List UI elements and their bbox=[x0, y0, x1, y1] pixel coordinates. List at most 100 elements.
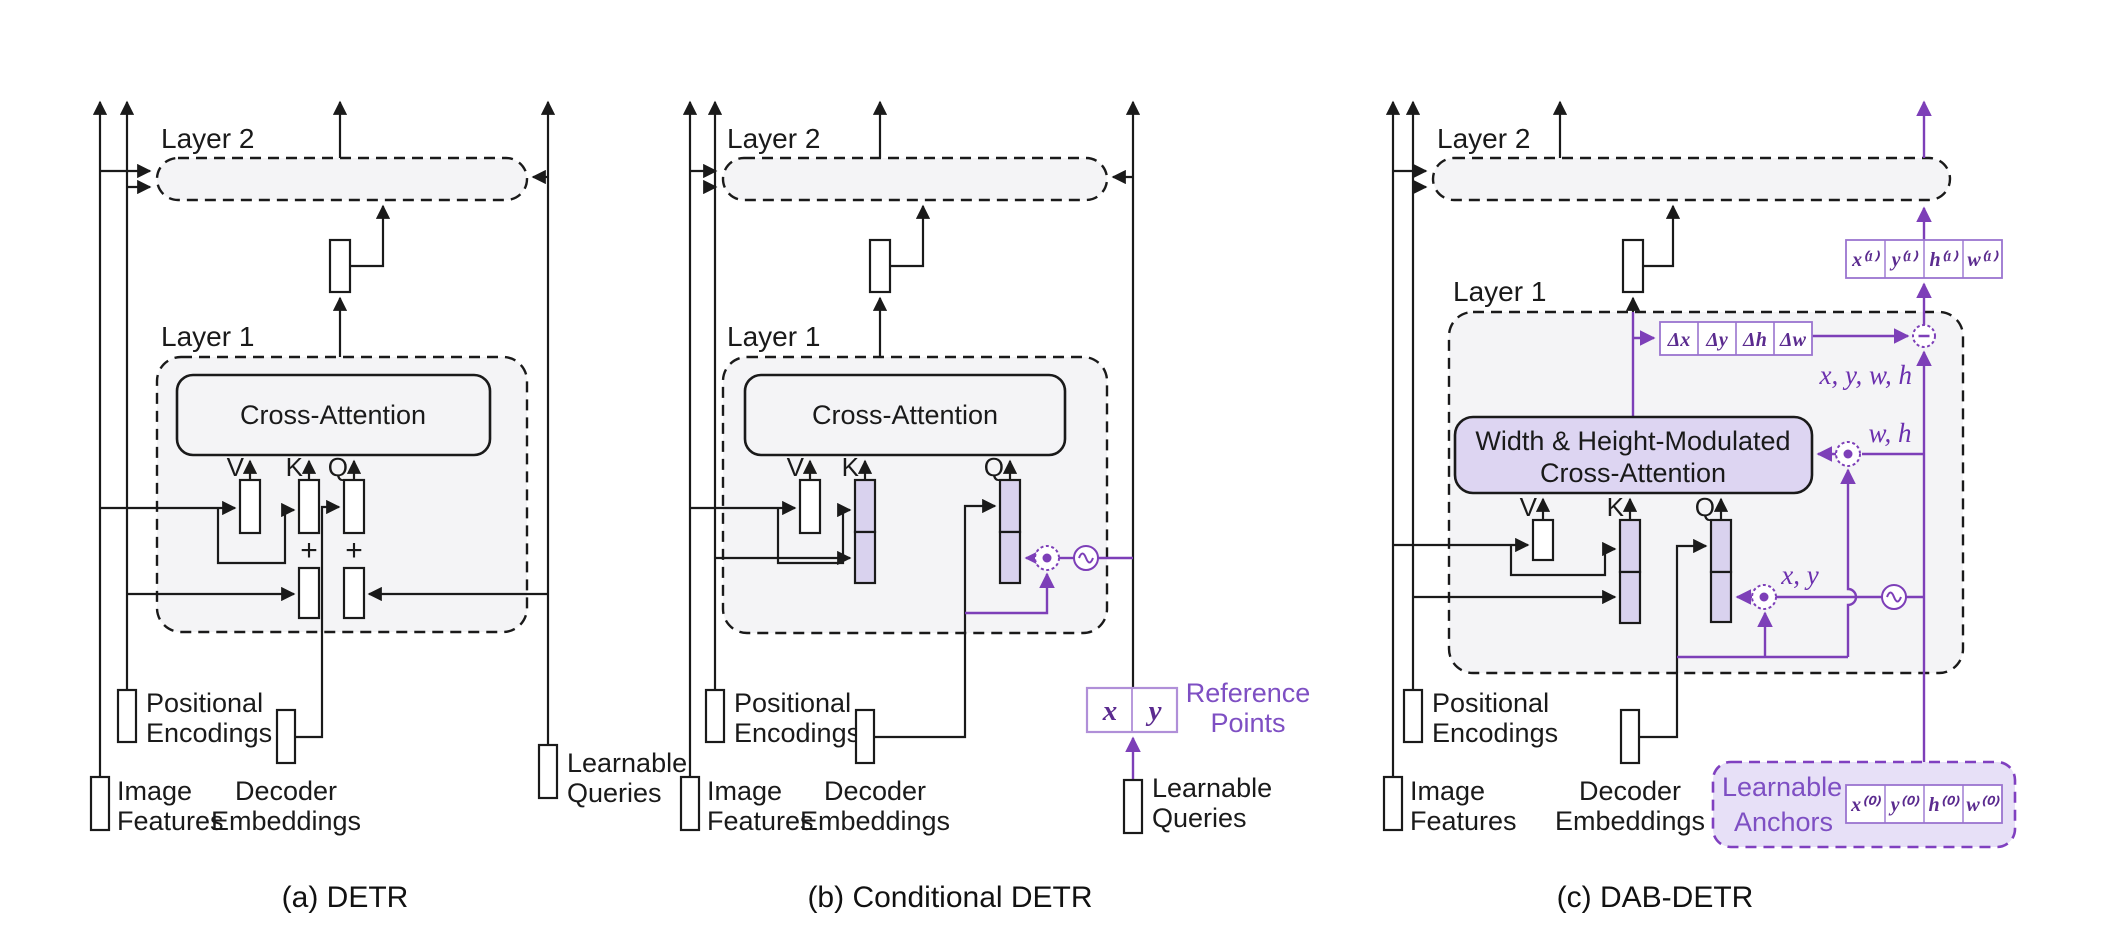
k-content-rect-b bbox=[853, 478, 877, 534]
queries-label-a: Queries bbox=[567, 778, 662, 808]
features-label-c: Features bbox=[1410, 806, 1517, 836]
layer2-label-c: Layer 2 bbox=[1437, 123, 1530, 154]
initial-anchor-y-cell: y⁽⁰⁾ bbox=[1889, 794, 1921, 816]
output-embedding-rect-a bbox=[328, 238, 352, 294]
xywh-label: x, y, w, h bbox=[1819, 360, 1912, 390]
positional-encodings-rect-a bbox=[116, 688, 138, 744]
q-spatial-rect-b bbox=[998, 530, 1022, 585]
layer1-label-a: Layer 1 bbox=[161, 321, 254, 352]
xy-label: x, y bbox=[1780, 560, 1818, 590]
panel-c-signal-lines bbox=[1385, 100, 1568, 777]
panel-a-detr: Layer 2 Layer 1 Cross-Attention V K Q + … bbox=[89, 100, 687, 914]
image-label-a: Image bbox=[117, 776, 192, 806]
positional-label-b: Positional bbox=[734, 688, 851, 718]
delta-h-cell: Δh bbox=[1742, 329, 1767, 351]
reference-y-cell: y bbox=[1146, 695, 1162, 727]
v-label-a: V bbox=[227, 452, 245, 482]
caption-b: (b) Conditional DETR bbox=[807, 881, 1092, 914]
modulated-cross-attention-label-2: Cross-Attention bbox=[1540, 458, 1726, 488]
panel-b-conditional-detr: Layer 2 Layer 1 Cross-Attention V K Q bbox=[679, 100, 1311, 914]
v-label-c: V bbox=[1520, 492, 1538, 522]
learnable-queries-rect-a bbox=[537, 743, 559, 800]
updated-anchor-x-cell: x⁽¹⁾ bbox=[1851, 249, 1881, 271]
layer2-box-a bbox=[155, 156, 529, 202]
encodings-label-a: Encodings bbox=[146, 718, 272, 748]
positional-encodings-rect-b bbox=[704, 688, 726, 744]
cross-attention-label-b: Cross-Attention bbox=[812, 400, 998, 430]
decoder-label-b: Decoder bbox=[824, 776, 926, 806]
anchor-update-minus-icon bbox=[1912, 324, 1936, 348]
features-label-a: Features bbox=[117, 806, 224, 836]
initial-anchor-x-cell: x⁽⁰⁾ bbox=[1850, 794, 1882, 816]
q-positional-rect-a bbox=[342, 566, 366, 620]
v-projection-rect-a bbox=[238, 478, 262, 535]
output-embedding-rect-c bbox=[1621, 238, 1645, 294]
cross-attention-box-a bbox=[175, 373, 492, 457]
panel-c-anchor-lines bbox=[1631, 100, 1932, 785]
k-positional-rect-c bbox=[1618, 570, 1642, 625]
decoder-embeddings-rect-a bbox=[275, 708, 297, 765]
panel-b-inner-lines bbox=[690, 204, 1018, 739]
updated-anchor-y-cell: y⁽¹⁾ bbox=[1890, 249, 1920, 271]
delta-x-cell: Δx bbox=[1667, 329, 1691, 351]
modulation-dot-product-icon-xy bbox=[1751, 584, 1777, 610]
k-positional-rect-a bbox=[297, 566, 321, 620]
q-content-rect-b bbox=[998, 478, 1022, 534]
k-content-rect-c bbox=[1618, 518, 1642, 574]
modulation-dot-product-icon-wh bbox=[1835, 441, 1861, 467]
embeddings-label-a: Embeddings bbox=[211, 806, 361, 836]
points-label: Points bbox=[1210, 708, 1285, 738]
learnable-label-a: Learnable bbox=[567, 748, 687, 778]
positional-encoding-sine-icon-b bbox=[1073, 545, 1099, 571]
decoder-embeddings-rect-c bbox=[1619, 708, 1641, 765]
k-plus-sign-a: + bbox=[300, 534, 318, 567]
panel-c-dab-detr: Layer 2 Layer 1 bbox=[1382, 100, 2017, 914]
panel-b-conditional-lines bbox=[965, 550, 1141, 780]
queries-label-b: Queries bbox=[1152, 803, 1247, 833]
modulation-dot-product-icon-b bbox=[1034, 545, 1060, 571]
embeddings-label-c: Embeddings bbox=[1555, 806, 1705, 836]
caption-a: (a) DETR bbox=[282, 881, 409, 914]
updated-anchor-w-cell: w⁽¹⁾ bbox=[1967, 249, 1999, 271]
encodings-label-c: Encodings bbox=[1432, 718, 1558, 748]
positional-encodings-rect-c bbox=[1402, 688, 1424, 744]
layer2-label-b: Layer 2 bbox=[727, 123, 820, 154]
k-positional-rect-b bbox=[853, 530, 877, 585]
positional-encoding-sine-icon-c bbox=[1881, 584, 1907, 610]
delta-w-cell: Δw bbox=[1779, 329, 1807, 351]
k-label-b: K bbox=[842, 452, 860, 482]
layer2-box-b bbox=[721, 156, 1109, 202]
image-label-c: Image bbox=[1410, 776, 1485, 806]
initial-anchor-w-cell: w⁽⁰⁾ bbox=[1966, 794, 2000, 816]
anchors-label-c: Anchors bbox=[1734, 807, 1833, 837]
q-label-a: Q bbox=[328, 452, 348, 482]
v-label-b: V bbox=[787, 452, 805, 482]
features-label-b: Features bbox=[707, 806, 814, 836]
q-plus-sign-a: + bbox=[345, 534, 363, 567]
panel-b-signal-lines bbox=[682, 100, 1141, 777]
decoder-label-c: Decoder bbox=[1579, 776, 1681, 806]
learnable-label-c: Learnable bbox=[1722, 772, 1842, 802]
k-content-rect-a bbox=[297, 478, 321, 535]
image-features-rect-b bbox=[679, 775, 701, 832]
updated-anchor-h-cell: h⁽¹⁾ bbox=[1930, 249, 1960, 271]
q-spatial-rect-c bbox=[1709, 570, 1733, 624]
layer2-box-c bbox=[1431, 156, 1952, 202]
panel-a-signal-lines bbox=[92, 100, 556, 777]
image-features-rect-a bbox=[89, 775, 111, 832]
learnable-queries-rect-b bbox=[1122, 778, 1144, 835]
embeddings-label-b: Embeddings bbox=[800, 806, 950, 836]
layer1-label-c: Layer 1 bbox=[1453, 276, 1546, 307]
v-projection-rect-b bbox=[798, 478, 822, 535]
positional-label-a: Positional bbox=[146, 688, 263, 718]
reference-label: Reference bbox=[1186, 678, 1311, 708]
layer1-label-b: Layer 1 bbox=[727, 321, 820, 352]
encodings-label-b: Encodings bbox=[734, 718, 860, 748]
modulated-cross-attention-label-1: Width & Height-Modulated bbox=[1475, 426, 1790, 456]
q-content-rect-c bbox=[1709, 518, 1733, 574]
reference-x-cell: x bbox=[1102, 695, 1118, 727]
learnable-label-b: Learnable bbox=[1152, 773, 1272, 803]
decoder-embeddings-rect-b bbox=[854, 708, 876, 765]
wh-label: w, h bbox=[1868, 418, 1911, 448]
